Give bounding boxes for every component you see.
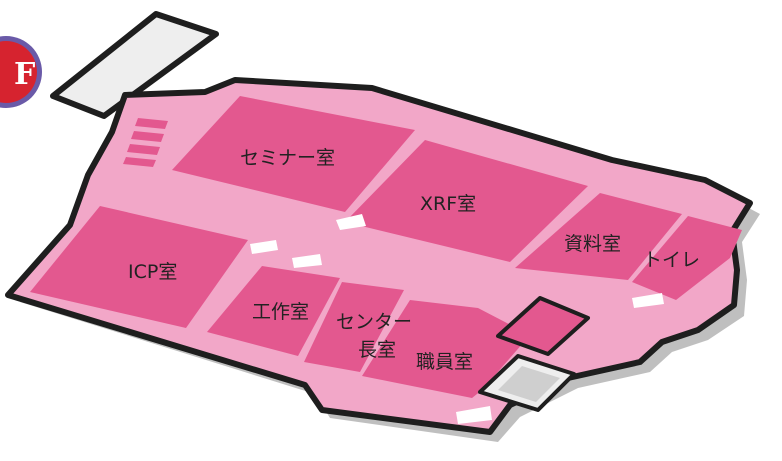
room-kosaku: [207, 266, 340, 356]
label-icp: ICP室: [128, 261, 177, 283]
room-toilet: [632, 216, 742, 300]
doorway: [336, 214, 366, 230]
room-xrf: [345, 140, 588, 262]
label-center-line1: センター: [336, 311, 412, 333]
badge-circle: [0, 41, 37, 103]
stair-step: [135, 118, 168, 129]
label-shokuin: 職員室: [416, 351, 473, 373]
stair-step: [123, 157, 156, 167]
doorway: [632, 293, 664, 308]
doorway: [456, 406, 492, 424]
room-icp: [30, 206, 248, 328]
floor-badge: F: [0, 36, 42, 108]
stair-step: [131, 131, 164, 142]
label-center-line2: 長室: [358, 339, 396, 361]
doorway: [250, 240, 278, 254]
room-shiryo: [515, 193, 682, 280]
stair-step: [127, 144, 160, 155]
room-center-chief: [304, 282, 404, 372]
label-toilet: トイレ: [643, 249, 700, 271]
annex-building: [50, 11, 219, 119]
elevator-shaft: [496, 296, 590, 356]
staircase: [123, 118, 168, 167]
label-seminar: セミナー室: [240, 147, 335, 169]
room-shokuin: [362, 300, 530, 398]
doorway: [292, 254, 322, 268]
room-seminar: [172, 96, 415, 212]
label-kosaku: 工作室: [252, 301, 309, 323]
label-shiryo: 資料室: [564, 233, 621, 255]
badge-letter: F: [14, 57, 35, 92]
stairwell-void-inner: [498, 366, 560, 402]
label-xrf: XRF室: [420, 193, 476, 215]
